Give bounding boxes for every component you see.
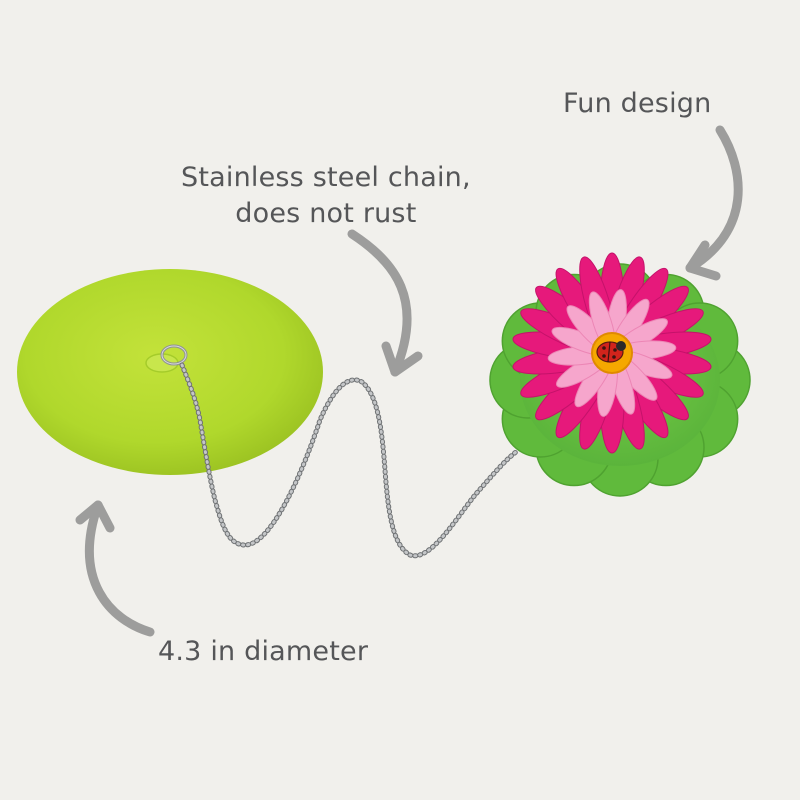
- flower-stopper: [489, 252, 751, 497]
- arrow-diameter: [75, 500, 155, 637]
- callout-stainless-chain: Stainless steel chain, does not rust: [181, 160, 471, 232]
- callout-chain-line-1: Stainless steel chain,: [181, 162, 471, 193]
- key-ring: [160, 344, 188, 366]
- callout-fun-design: Fun design: [563, 88, 712, 119]
- stopper-disk: [17, 269, 323, 475]
- callout-chain-line-2: does not rust: [235, 198, 417, 229]
- arrow-chain: [347, 229, 423, 377]
- ladybug-icon: [596, 341, 626, 363]
- ball-chain: [179, 362, 519, 559]
- callout-diameter: 4.3 in diameter: [158, 636, 369, 667]
- arrow-fun-design: [685, 125, 743, 281]
